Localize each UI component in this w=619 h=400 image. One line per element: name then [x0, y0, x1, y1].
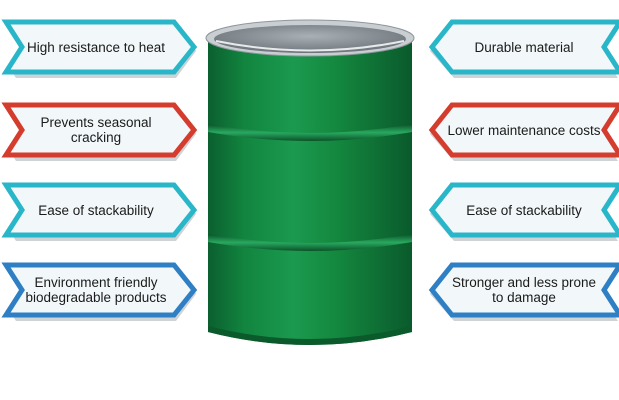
- callout-border: [428, 182, 619, 238]
- callout-arrow-shape: [1, 102, 198, 161]
- drum-body: [208, 38, 412, 345]
- callout-shadow: [430, 47, 618, 78]
- callout-right-1: Durable material: [424, 19, 619, 80]
- callout-right-4: Stronger and less prone to damage: [424, 262, 619, 323]
- callout-arrow-shape: [428, 102, 619, 161]
- callout-label: Prevents seasonal cracking: [40, 115, 152, 145]
- callout-border: [1, 19, 198, 75]
- callout-label: Durable material: [474, 39, 574, 55]
- callout-arrow-shape: [1, 19, 198, 78]
- callout-label: High resistance to heat: [26, 39, 166, 55]
- callout-shadow: [430, 290, 618, 321]
- callout-shadow: [430, 210, 618, 241]
- callout-left-1: High resistance to heat: [1, 19, 198, 80]
- callout-border: [1, 182, 198, 238]
- callout-label: Ease of stackability: [38, 202, 154, 218]
- callout-left-4: Environment friendly biodegradable produ…: [1, 262, 198, 323]
- callout-border: [428, 102, 619, 158]
- callout-arrow-shape: [1, 182, 198, 241]
- callout-border: [1, 102, 198, 158]
- callout-shadow: [12, 290, 196, 321]
- callout-right-2: Lower maintenance costs: [424, 102, 619, 163]
- callout-shadow: [12, 210, 196, 241]
- callout-label: Environment friendly biodegradable produ…: [25, 275, 167, 305]
- callout-label: Stronger and less prone to damage: [451, 275, 597, 305]
- steel-drum-illustration: [205, 19, 415, 345]
- callout-left-2: Prevents seasonal cracking: [1, 102, 198, 163]
- callout-label: Lower maintenance costs: [447, 122, 601, 138]
- callout-arrow-shape: [1, 262, 198, 321]
- callout-arrow-shape: [428, 182, 619, 241]
- callout-shadow: [430, 130, 618, 161]
- callout-label: Ease of stackability: [466, 202, 582, 218]
- callout-border: [1, 262, 198, 318]
- callout-arrow-shape: [428, 262, 619, 321]
- callout-border: [428, 19, 619, 75]
- callout-shadow: [12, 47, 196, 78]
- callout-arrow-shape: [428, 19, 619, 78]
- callout-border: [428, 262, 619, 318]
- callout-right-3: Ease of stackability: [424, 182, 619, 243]
- drum-bottom-rim: [208, 326, 412, 345]
- drum-top-inner: [214, 25, 406, 53]
- callout-shadow: [12, 130, 196, 161]
- drum-rib-bottom: [208, 234, 412, 251]
- drum-rib-top: [208, 124, 412, 141]
- callout-left-3: Ease of stackability: [1, 182, 198, 243]
